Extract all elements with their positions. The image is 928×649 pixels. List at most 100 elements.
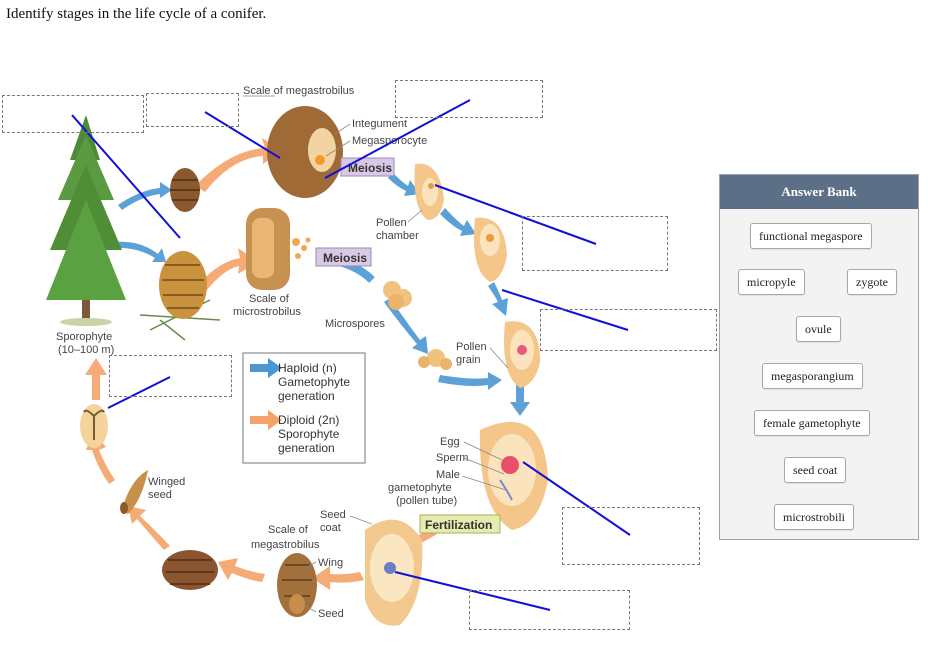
arrow-pollen-to-ovule: [438, 372, 502, 390]
pointer-line-7: [522, 461, 631, 536]
arrow-tree-to-male-cone: [115, 241, 166, 262]
male-cone-icon: [139, 251, 221, 341]
legend: Haploid (n) Gametophyte generation Diplo…: [242, 352, 366, 464]
label-male-gametophyte-3: (pollen tube): [396, 495, 457, 507]
answer-bank: Answer Bank functional megaspore micropy…: [719, 174, 919, 540]
fertilization-label: Fertilization: [425, 518, 492, 532]
drop-zone-2[interactable]: [146, 93, 239, 127]
drop-zone-8[interactable]: [469, 590, 630, 630]
answer-chip-female-gametophyte[interactable]: female gametophyte: [754, 410, 870, 436]
answer-chip-megasporangium[interactable]: megasporangium: [762, 363, 863, 389]
answer-chip-zygote[interactable]: zygote: [847, 269, 897, 295]
female-cone-icon: [170, 168, 200, 212]
label-sperm: Sperm: [436, 452, 468, 464]
answer-chip-functional-megaspore[interactable]: functional megaspore: [750, 223, 872, 249]
meiosis-tag-mid: Meiosis: [315, 247, 372, 267]
pointer-line-8: [394, 571, 551, 611]
pointer-line-5: [501, 289, 629, 331]
legend-diploid-swatch: [250, 410, 282, 430]
pointer-line-1: [71, 114, 181, 239]
pointer-line-2: [204, 111, 281, 159]
question-text: Identify stages in the life cycle of a c…: [6, 6, 267, 22]
legend-haploid-swatch: [250, 358, 282, 378]
microspores-cluster: [383, 281, 412, 310]
label-winged-seed-2: seed: [148, 489, 172, 501]
legend-diploid-3: generation: [278, 441, 335, 455]
label-wing: Wing: [318, 557, 343, 569]
arrow-cone-to-winged-seed: [128, 506, 170, 550]
label-male-gametophyte-2: gametophyte: [388, 482, 452, 494]
legend-diploid-1: Diploid (2n): [278, 413, 339, 427]
ovule-megaspore: [414, 163, 444, 220]
pointer-line-4: [434, 184, 597, 245]
label-sporophyte-2: (10–100 m): [58, 344, 114, 356]
label-scale-megastrobilus-top: Scale of megastrobilus: [243, 85, 355, 97]
ovule-gametophyte: [474, 217, 507, 282]
arrow-gametophyte-to-pollinated: [488, 282, 508, 316]
arrow-megaspore-to-gametophyte: [440, 208, 476, 236]
arrow-seed-to-scale: [312, 566, 364, 590]
label-seed: Seed: [318, 608, 344, 620]
label-megasporocyte: Megasporocyte: [352, 135, 427, 147]
label-seed-coat-2: coat: [320, 522, 341, 534]
haploid-arrows: [115, 172, 530, 416]
fertilization-tag: Fertilization: [419, 514, 501, 534]
pointer-lines: [71, 99, 631, 611]
ovule-pollinated: [504, 321, 540, 388]
diagram-labels: Scale of megastrobilus Integument Megasp…: [56, 85, 509, 620]
label-pollen-grain-2: grain: [456, 354, 480, 366]
arrow-scale-to-cone: [218, 558, 265, 582]
label-pollen-grain-1: Pollen: [456, 341, 487, 353]
answer-chip-seed-coat[interactable]: seed coat: [784, 457, 847, 483]
meiosis-tag-top: Meiosis: [340, 157, 395, 177]
arrow-to-megastrobilus: [195, 138, 282, 192]
label-male-gametophyte-1: Male: [436, 469, 460, 481]
answer-chip-micropyle[interactable]: micropyle: [738, 269, 805, 295]
label-integument: Integument: [352, 118, 407, 130]
legend-diploid-2: Sporophyte: [278, 427, 340, 441]
arrow-microspores-to-pollen: [384, 298, 428, 354]
answer-bank-title: Answer Bank: [720, 175, 918, 209]
pollen-grain-icon: [418, 349, 452, 370]
label-scale-megastrobilus-bottom-1: Scale of: [268, 524, 309, 536]
label-microspores: Microspores: [325, 318, 385, 330]
answer-chip-ovule[interactable]: ovule: [796, 316, 841, 342]
arrow-pollinated-to-fertilization: [510, 382, 530, 416]
label-pollen-chamber-2: chamber: [376, 230, 419, 242]
seed-with-embryo: [365, 519, 423, 626]
answer-chip-microstrobili[interactable]: microstrobili: [774, 504, 854, 530]
label-scale-microstrobilus-1: Scale of: [249, 293, 290, 305]
open-cone-icon: [162, 550, 218, 590]
meiosis-label-mid: Meiosis: [323, 251, 367, 265]
drop-zone-5[interactable]: [540, 309, 717, 351]
microstrobilus-scale: [246, 208, 311, 290]
arrow-megasporocyte-to-megaspore: [388, 172, 420, 196]
legend-haploid-1: Haploid (n): [278, 361, 337, 375]
drop-zone-4[interactable]: [522, 216, 668, 271]
label-sporophyte-1: Sporophyte: [56, 331, 112, 343]
arrow-seedling-to-tree: [85, 358, 107, 400]
label-seed-coat-1: Seed: [320, 509, 346, 521]
sporophyte-tree: [46, 115, 126, 326]
drop-zone-3[interactable]: [395, 80, 543, 118]
pointer-line-6: [107, 376, 171, 409]
label-egg: Egg: [440, 436, 460, 448]
label-scale-megastrobilus-bottom-2: megastrobilus: [251, 539, 320, 551]
diploid-arrows: [85, 138, 448, 590]
pointer-line-3: [324, 99, 471, 179]
meiosis-label-top: Meiosis: [348, 161, 392, 175]
drop-zone-7[interactable]: [562, 507, 700, 565]
drop-zone-6[interactable]: [109, 355, 232, 397]
fertilization-ovule: [479, 421, 548, 530]
legend-haploid-2: Gametophyte: [278, 375, 350, 389]
megastrobilus-scale-seeds: [277, 553, 317, 617]
arrow-tree-to-female-cone: [118, 182, 172, 210]
megastrobilus-scale: [267, 106, 343, 198]
drop-zone-1[interactable]: [2, 95, 144, 133]
label-scale-microstrobilus-2: microstrobilus: [233, 306, 301, 318]
seedling-icon: [80, 404, 108, 448]
label-pollen-chamber-1: Pollen: [376, 217, 407, 229]
label-winged-seed-1: Winged: [148, 476, 185, 488]
winged-seed-icon: [120, 470, 148, 514]
